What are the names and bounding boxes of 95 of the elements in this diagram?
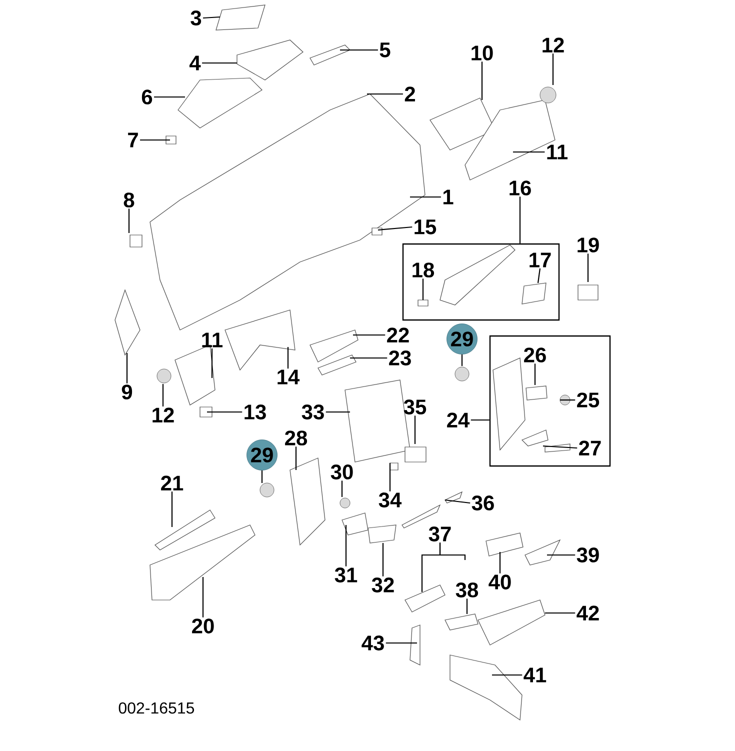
leader-line xyxy=(410,196,441,198)
leader-line xyxy=(534,364,536,385)
callout-number: 9 xyxy=(122,384,132,400)
leader-line xyxy=(287,347,289,369)
callout-number: 27 xyxy=(579,440,601,456)
callout-number: 32 xyxy=(372,578,394,592)
callout-number: 25 xyxy=(577,392,600,408)
leader-line xyxy=(481,62,483,100)
leader-line xyxy=(492,674,522,676)
leader-line xyxy=(422,278,424,300)
callout-number: 10 xyxy=(472,46,493,60)
callout-number: 43 xyxy=(362,636,384,650)
callout-number: 37 xyxy=(428,526,451,542)
leader-line xyxy=(126,353,128,384)
callout-number: 36 xyxy=(472,496,494,510)
leader-line xyxy=(261,470,263,483)
callout-number: 40 xyxy=(488,574,511,590)
callout-number: 12 xyxy=(152,408,174,422)
leader-line xyxy=(513,151,545,153)
leader-line xyxy=(345,525,347,566)
leader-line xyxy=(140,139,170,141)
leader-line xyxy=(545,612,576,614)
callout-number: 12 xyxy=(542,38,564,52)
callout-number: 1 xyxy=(443,190,454,204)
callout-number: 26 xyxy=(524,348,546,362)
leader-line xyxy=(389,463,391,492)
leader-line xyxy=(171,492,173,527)
callout-number: 5 xyxy=(380,42,390,58)
callout-number: 15 xyxy=(414,220,436,234)
leader-line xyxy=(350,357,388,359)
callout-number: 30 xyxy=(330,464,353,480)
callout-number: 3 xyxy=(190,10,202,26)
callout-number: 16 xyxy=(510,180,531,196)
leader-line xyxy=(386,642,417,644)
group-frame xyxy=(402,243,560,321)
leader-line xyxy=(295,446,297,470)
leader-line xyxy=(207,411,242,413)
callout-number: 6 xyxy=(142,90,152,104)
leader-line xyxy=(203,16,220,19)
callout-number: 24 xyxy=(447,412,470,428)
leader-line xyxy=(444,499,470,504)
callout-number: 11 xyxy=(547,144,568,160)
callout-number: 35 xyxy=(404,400,426,414)
callout-number: 21 xyxy=(161,476,184,490)
callout-number: 42 xyxy=(576,606,599,620)
leader-line xyxy=(382,543,384,576)
leader-line xyxy=(499,552,501,574)
leader-line xyxy=(353,334,386,336)
leader-line xyxy=(128,208,130,233)
leader-line xyxy=(537,268,541,284)
callout-number: 33 xyxy=(302,404,324,420)
callout-number: 14 xyxy=(278,370,300,384)
leader-line xyxy=(439,542,466,560)
leader-line xyxy=(587,254,589,282)
leader-line xyxy=(340,49,378,51)
callout-number: 7 xyxy=(128,132,138,148)
callout-number: 4 xyxy=(189,56,201,70)
leader-line xyxy=(461,354,463,366)
figure-number: 002-16515 xyxy=(118,702,194,714)
callout-number: 22 xyxy=(387,328,409,342)
leader-line xyxy=(470,419,490,421)
callout-number: 41 xyxy=(524,668,546,682)
leader-line xyxy=(414,416,416,444)
callout-number: 39 xyxy=(576,548,599,562)
callout-number: 28 xyxy=(285,430,308,446)
leader-line xyxy=(378,226,412,231)
callout-number: 17 xyxy=(530,252,551,268)
callout-number: 11 xyxy=(202,332,223,348)
leader-line xyxy=(202,577,204,618)
leader-line xyxy=(211,348,213,378)
callout-number: 31 xyxy=(334,568,358,582)
callout-number: 18 xyxy=(412,262,434,278)
leader-line xyxy=(326,411,350,413)
leader-line xyxy=(466,598,468,614)
callout-number: 8 xyxy=(124,192,134,208)
callout-badge: 29 xyxy=(446,324,478,354)
leader-line xyxy=(162,384,164,406)
callout-number: 20 xyxy=(192,618,214,634)
callout-number: 2 xyxy=(404,86,415,102)
leader-line xyxy=(547,554,576,556)
leader-line xyxy=(202,62,237,64)
callout-number: 38 xyxy=(456,582,478,598)
leader-line xyxy=(560,399,576,401)
callout-number: 19 xyxy=(578,238,599,252)
leader-line xyxy=(367,93,403,95)
leader-line xyxy=(542,445,578,449)
callout-badge: 29 xyxy=(246,440,278,470)
leader-line xyxy=(154,96,185,98)
leader-line xyxy=(519,196,521,244)
group-frame xyxy=(489,335,611,467)
leader-line xyxy=(341,480,343,497)
callout-number: 23 xyxy=(389,350,411,366)
callout-number: 13 xyxy=(244,404,266,420)
callout-number: 34 xyxy=(378,492,402,508)
leader-line xyxy=(552,54,554,85)
